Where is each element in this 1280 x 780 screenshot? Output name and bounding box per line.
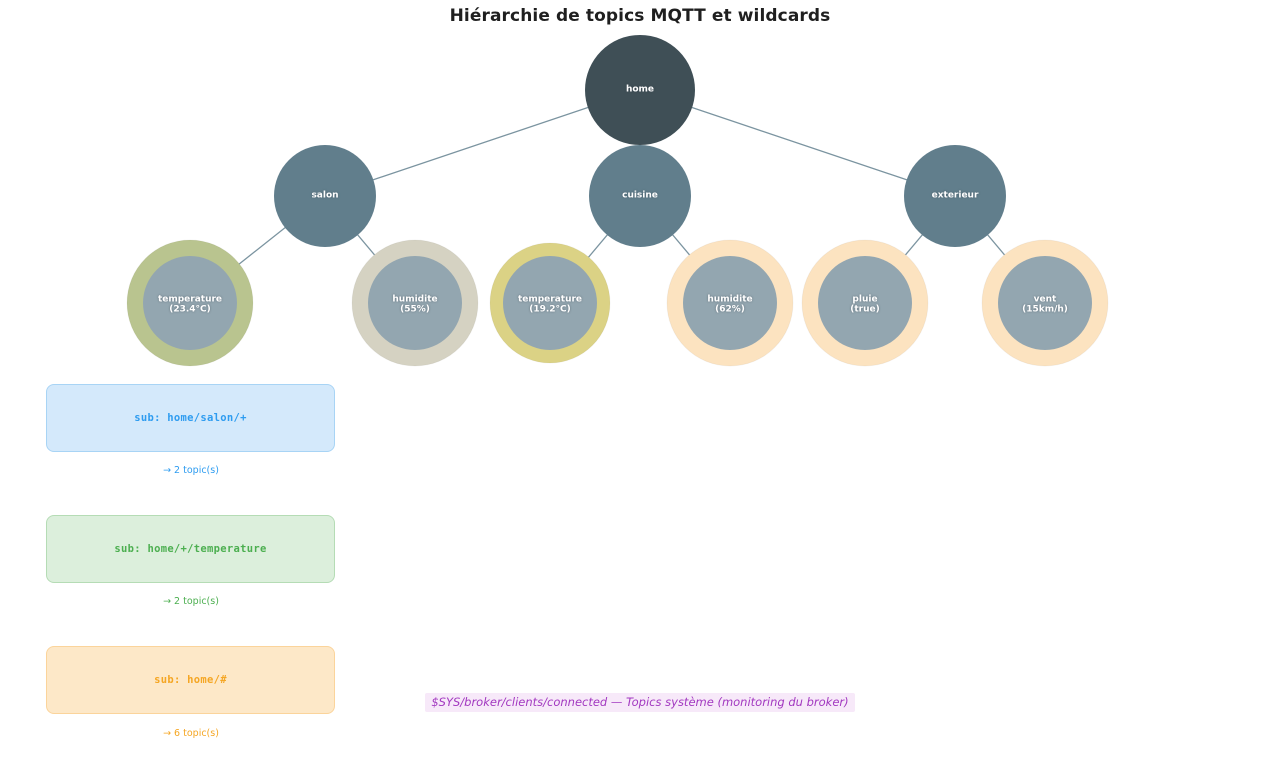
subscription-pattern-0: sub: home/salon/+ [134,412,247,424]
subscription-match-count-1: → 2 topic(s) [163,596,219,607]
subscription-pattern-2: sub: home/# [154,674,227,686]
edge-home-to-exterieur [639,89,956,197]
node-humidite-3[interactable] [683,256,777,350]
node-cuisine[interactable] [589,145,691,247]
node-salon[interactable] [274,145,376,247]
subscription-pattern-1: sub: home/+/temperature [114,543,267,555]
node-humidite-1[interactable] [368,256,462,350]
subscription-match-count-2: → 6 topic(s) [163,728,219,739]
page-title: Hiérarchie de topics MQTT et wildcards [449,6,831,26]
node-pluie-4[interactable] [818,256,912,350]
subscription-box-2[interactable]: sub: home/# [46,646,335,714]
subscription-box-0[interactable]: sub: home/salon/+ [46,384,335,452]
node-home[interactable] [585,35,695,145]
node-temperature-2[interactable] [503,256,597,350]
node-temperature-0[interactable] [143,256,237,350]
subscription-box-1[interactable]: sub: home/+/temperature [46,515,335,583]
node-vent-5[interactable] [998,256,1092,350]
node-exterieur[interactable] [904,145,1006,247]
node-layer [143,35,1092,350]
edge-home-to-salon [324,89,641,197]
subscription-match-count-0: → 2 topic(s) [163,465,219,476]
leaf-halo-layer [126,239,1109,367]
